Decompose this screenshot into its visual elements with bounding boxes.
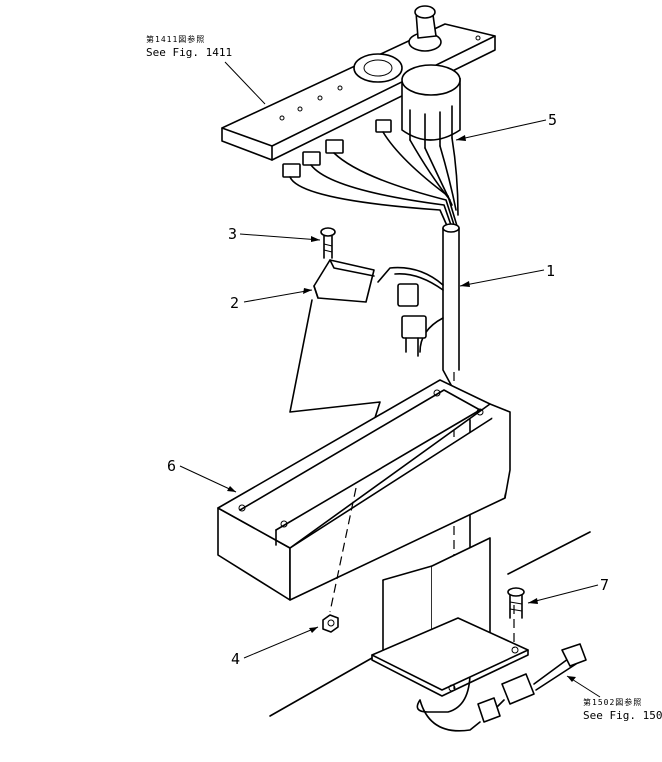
reference-top-jp: 第1411図参照 (146, 34, 205, 44)
callout-2: 2 (230, 294, 239, 312)
reference-bottom-en: See Fig. 1502 (583, 709, 662, 722)
callout-7: 7 (600, 576, 609, 594)
guide-line-nut (329, 487, 357, 613)
bolt-bottom (507, 587, 525, 619)
callout-leaders (179, 119, 599, 659)
callout-4: 4 (231, 650, 240, 668)
reference-note-bottom: 第1502図参照 See Fig. 1502 (583, 697, 662, 722)
callout-3: 3 (228, 225, 237, 243)
callout-1: 1 (546, 262, 555, 280)
console-box (217, 379, 511, 601)
relay-module (313, 259, 375, 303)
switch-panel (221, 5, 496, 161)
nut (322, 614, 339, 633)
switch-assembly (401, 64, 461, 149)
harness-wires (289, 131, 459, 229)
floor-line-left (269, 657, 373, 717)
lower-connector (419, 643, 587, 732)
reference-top-leader (224, 61, 266, 105)
reference-note-top: 第1411図参照 See Fig. 1411 (146, 34, 232, 59)
callout-6: 6 (167, 457, 176, 475)
callout-5: 5 (548, 111, 557, 129)
reference-bottom-jp: 第1502図参照 (583, 697, 642, 707)
panel-connectors (282, 119, 392, 178)
callout-arrowheads (227, 135, 538, 633)
relay-branch (377, 266, 444, 357)
reference-top-en: See Fig. 1411 (146, 46, 232, 59)
pedestal (371, 537, 529, 697)
reference-bottom-arrowhead (567, 676, 576, 682)
bolt-top (320, 227, 336, 259)
floor-line-right (507, 531, 591, 575)
